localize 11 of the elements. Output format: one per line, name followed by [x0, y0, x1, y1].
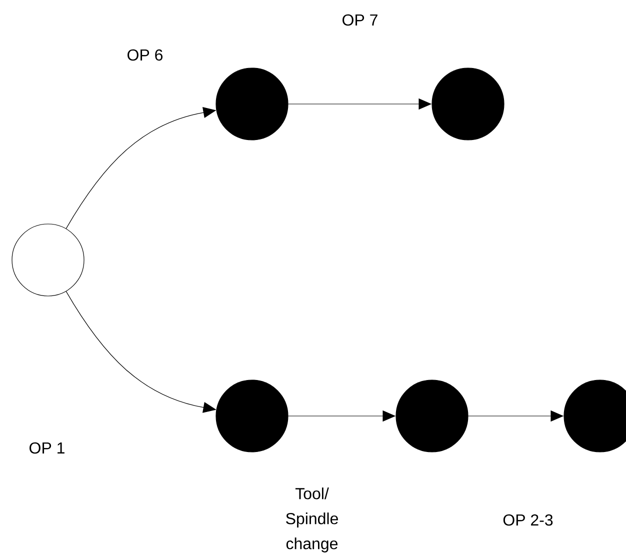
label: OP 7: [342, 14, 378, 26]
label: OP 6: [128, 49, 163, 61]
circle: [216, 68, 288, 140]
label: Tool/ Spindle change: [286, 488, 338, 552]
circle: [432, 68, 504, 140]
label: OP 1: [30, 442, 64, 454]
circle: [564, 380, 626, 452]
label: OP 2-3: [503, 514, 553, 526]
circle: [216, 380, 288, 452]
circle: [396, 380, 468, 452]
circle: [12, 224, 84, 296]
